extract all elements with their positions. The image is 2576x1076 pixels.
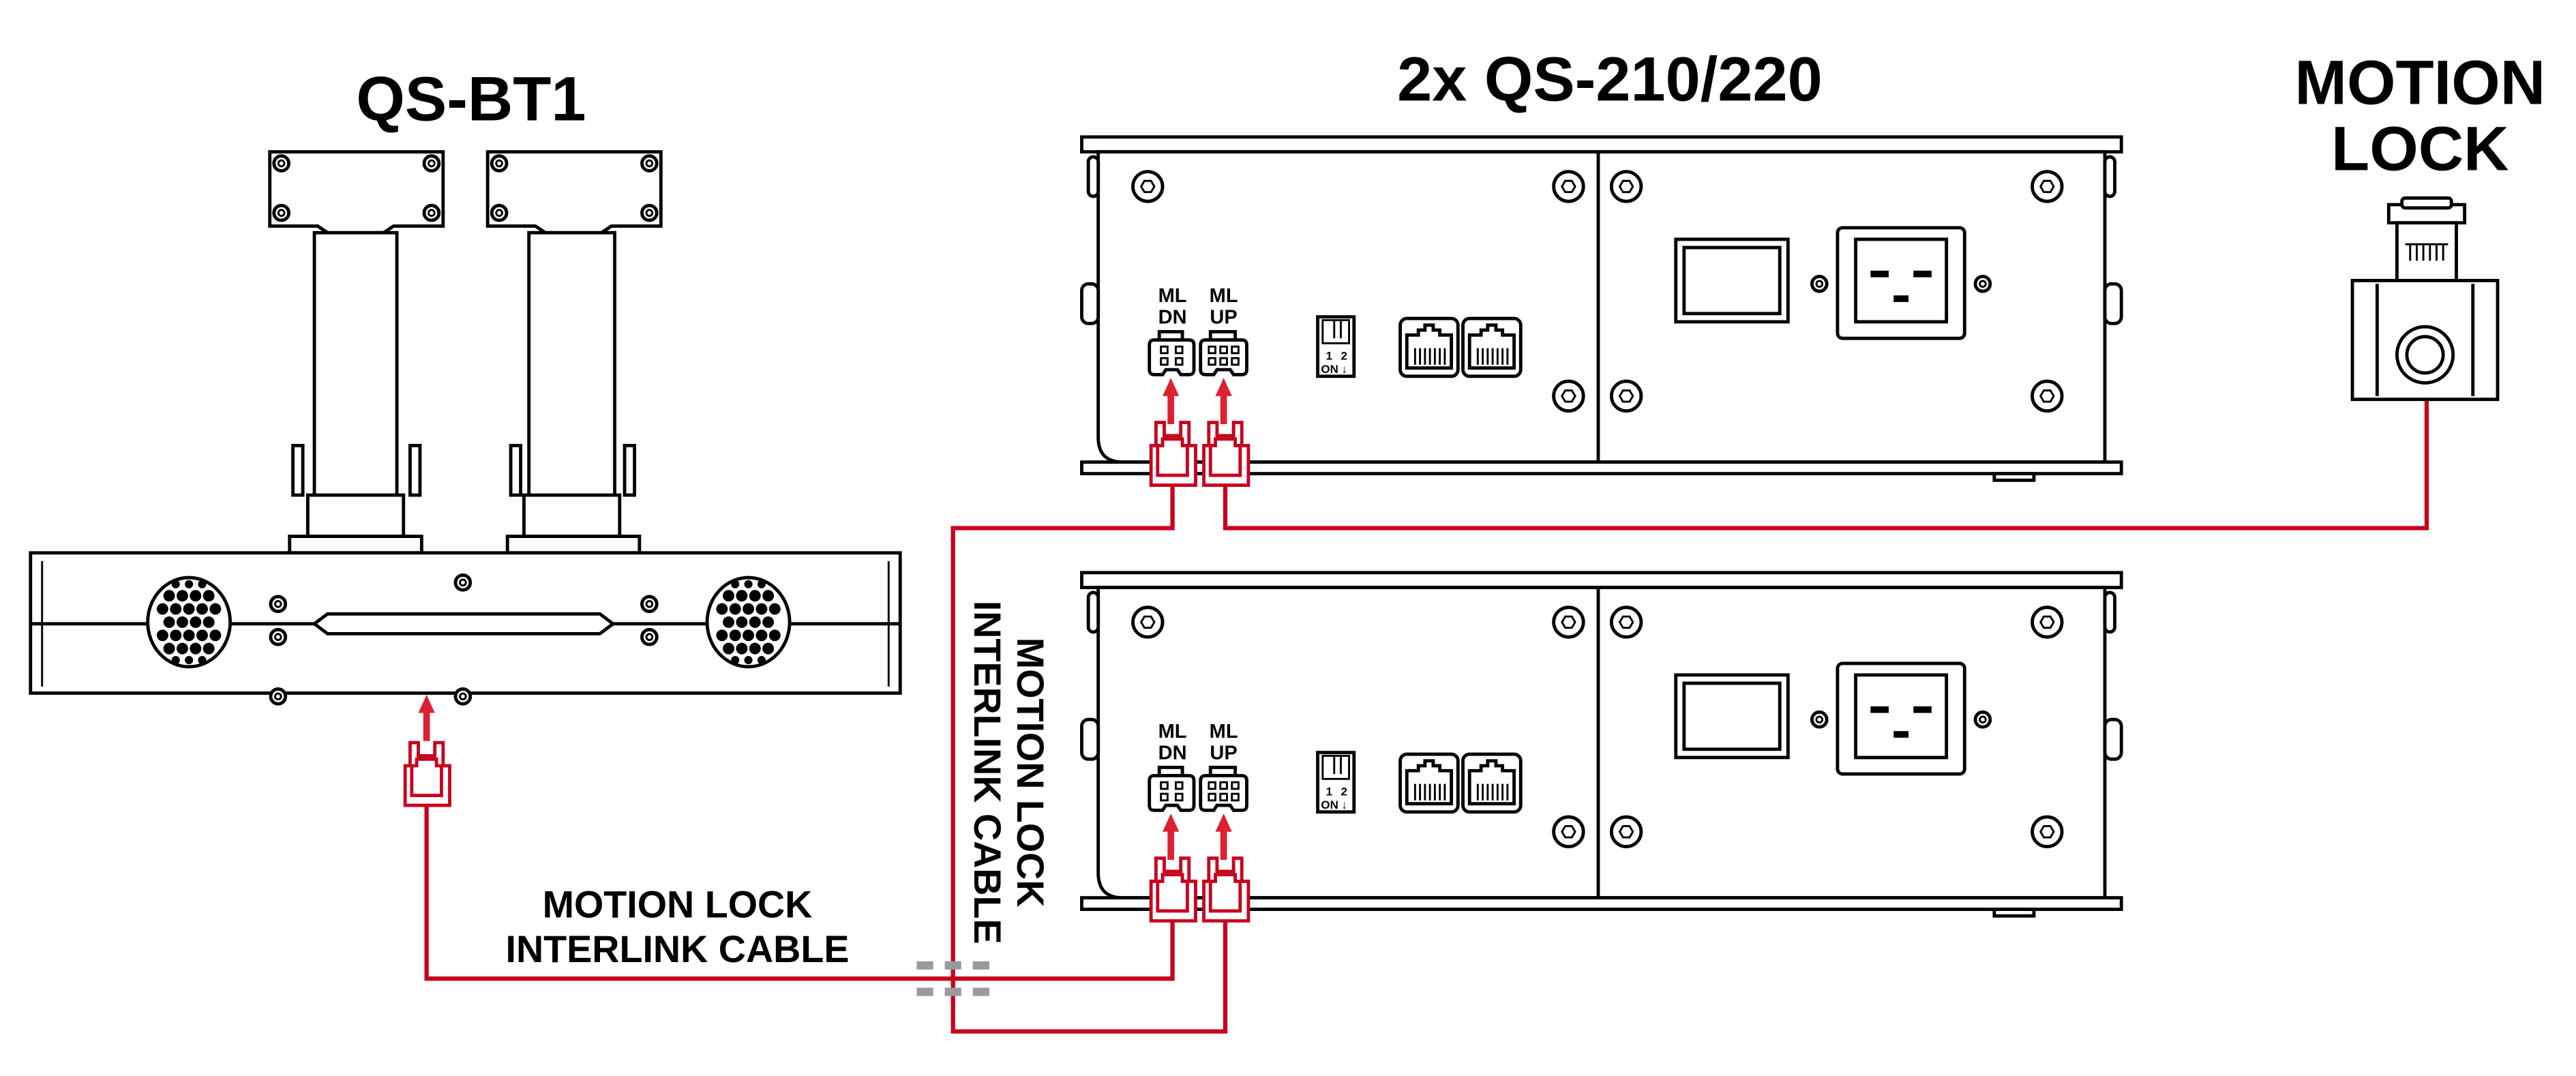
bt1-base xyxy=(29,551,902,704)
ml-dn-label: ML xyxy=(1158,285,1187,307)
motion-lock-title-line2: LOCK xyxy=(2331,114,2509,183)
cable-label-horizontal-line2: INTERLINK CABLE xyxy=(506,928,850,970)
iec-power-inlet xyxy=(1812,661,1990,776)
dip-switch: 1 2 ON ↓ xyxy=(1316,315,1356,378)
qs-bt1-device xyxy=(29,150,902,805)
cables xyxy=(424,366,2429,1034)
ml-up-label: ML xyxy=(1210,285,1238,307)
ml-up-label: UP xyxy=(1210,306,1237,328)
cable-lower-ml-up-to-upper-ml-dn xyxy=(950,483,1228,1034)
rj45-port xyxy=(1401,754,1458,812)
power-switch xyxy=(1674,673,1790,760)
ml-dn-label: DN xyxy=(1158,306,1187,328)
qs-bt1-title: QS-BT1 xyxy=(356,65,586,134)
svg-text:1: 1 xyxy=(1326,350,1332,363)
power-switch xyxy=(1674,237,1790,324)
cable-bt1-to-lower-ml-dn xyxy=(424,800,1175,981)
fan-grille-icon xyxy=(148,578,230,667)
motion-lock-title-line1: MOTION xyxy=(2294,48,2545,117)
cable-upper-ml-up-to-motion-lock xyxy=(1223,366,2429,530)
motion-lock-button xyxy=(2350,196,2500,402)
svg-text:1: 1 xyxy=(1326,786,1332,798)
rj45-port xyxy=(1463,318,1521,376)
svg-text:ON ↓: ON ↓ xyxy=(1321,363,1347,376)
cable-label-horizontal-line1: MOTION LOCK xyxy=(543,884,813,926)
ml-dn-label: ML xyxy=(1158,721,1187,743)
svg-text:2: 2 xyxy=(1341,350,1347,363)
bt1-ml-plug xyxy=(405,743,449,805)
iec-power-inlet xyxy=(1812,226,1990,340)
ml-up-label: UP xyxy=(1210,742,1237,764)
bt1-upright-left xyxy=(268,150,445,555)
svg-text:2: 2 xyxy=(1341,786,1347,798)
fan-grille-icon xyxy=(707,578,790,667)
cable-label-vertical-line1: MOTION LOCK xyxy=(1009,638,1051,908)
rj45-port xyxy=(1463,754,1521,812)
rj45-port xyxy=(1401,318,1458,376)
cable-break-marks xyxy=(916,961,989,996)
cable-label-vertical-line2: INTERLINK CABLE xyxy=(966,601,1008,944)
ml-up-label: ML xyxy=(1210,721,1238,743)
svg-text:ON ↓: ON ↓ xyxy=(1321,798,1347,811)
bt1-upright-right xyxy=(485,150,663,555)
ml-dn-label: DN xyxy=(1158,742,1187,764)
dip-switch: 1 2 ON ↓ xyxy=(1316,751,1356,814)
qs-210-220-title: 2x QS-210/220 xyxy=(1397,45,1823,115)
qs-210-220-upper: ML DN ML UP 1 2 ON ↓ xyxy=(1080,135,2123,485)
qs-210-220-lower: ML DN ML UP 1 2 ON ↓ xyxy=(1080,571,2123,921)
bt1-arrow-icon xyxy=(419,695,435,741)
